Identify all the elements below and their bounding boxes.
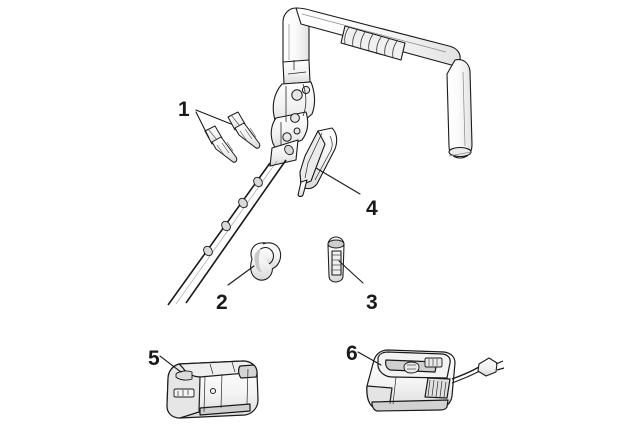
leader-line-1a <box>195 109 232 125</box>
part-3-sleeve-ribs <box>332 254 341 271</box>
leader-line-5 <box>159 355 182 373</box>
part-2-clip-shading <box>254 249 262 272</box>
part-6-power-cord <box>451 366 481 384</box>
leader-line-4 <box>315 167 361 195</box>
part-3-cable-sleeve <box>327 236 345 283</box>
shaft-joint-hardware <box>282 85 311 142</box>
callout-number-5: 5 <box>148 347 160 370</box>
leader-line-2 <box>227 265 255 286</box>
part-6-charger-vents <box>389 376 447 405</box>
callout-number-2: 2 <box>216 291 228 314</box>
leader-lines <box>159 109 382 373</box>
leader-line-6 <box>357 351 382 366</box>
part-4-lever-detail <box>304 132 333 181</box>
handlebar-grip-ribs <box>344 26 398 59</box>
callout-number-6: 6 <box>346 342 358 365</box>
handlebar-tube-highlights <box>288 13 472 157</box>
part-5-battery-details <box>173 370 217 398</box>
callout-number-1: 1 <box>178 98 190 121</box>
shaft-cable-guides <box>203 144 294 257</box>
handlebar-tube <box>282 7 473 159</box>
shaft-joint-detail-lines <box>280 60 307 146</box>
lower-shaft <box>167 159 287 306</box>
part-6-power-plug <box>477 357 505 377</box>
callout-number-3: 3 <box>366 291 378 314</box>
leader-line-1b <box>195 111 210 139</box>
leader-line-3 <box>338 260 364 284</box>
part-6-charger-terminal-slots <box>407 359 438 370</box>
part-5-battery-lines <box>177 361 249 414</box>
part-1-screws <box>204 111 261 163</box>
part-1-screw-threads <box>207 114 257 156</box>
callout-number-4: 4 <box>366 197 378 220</box>
